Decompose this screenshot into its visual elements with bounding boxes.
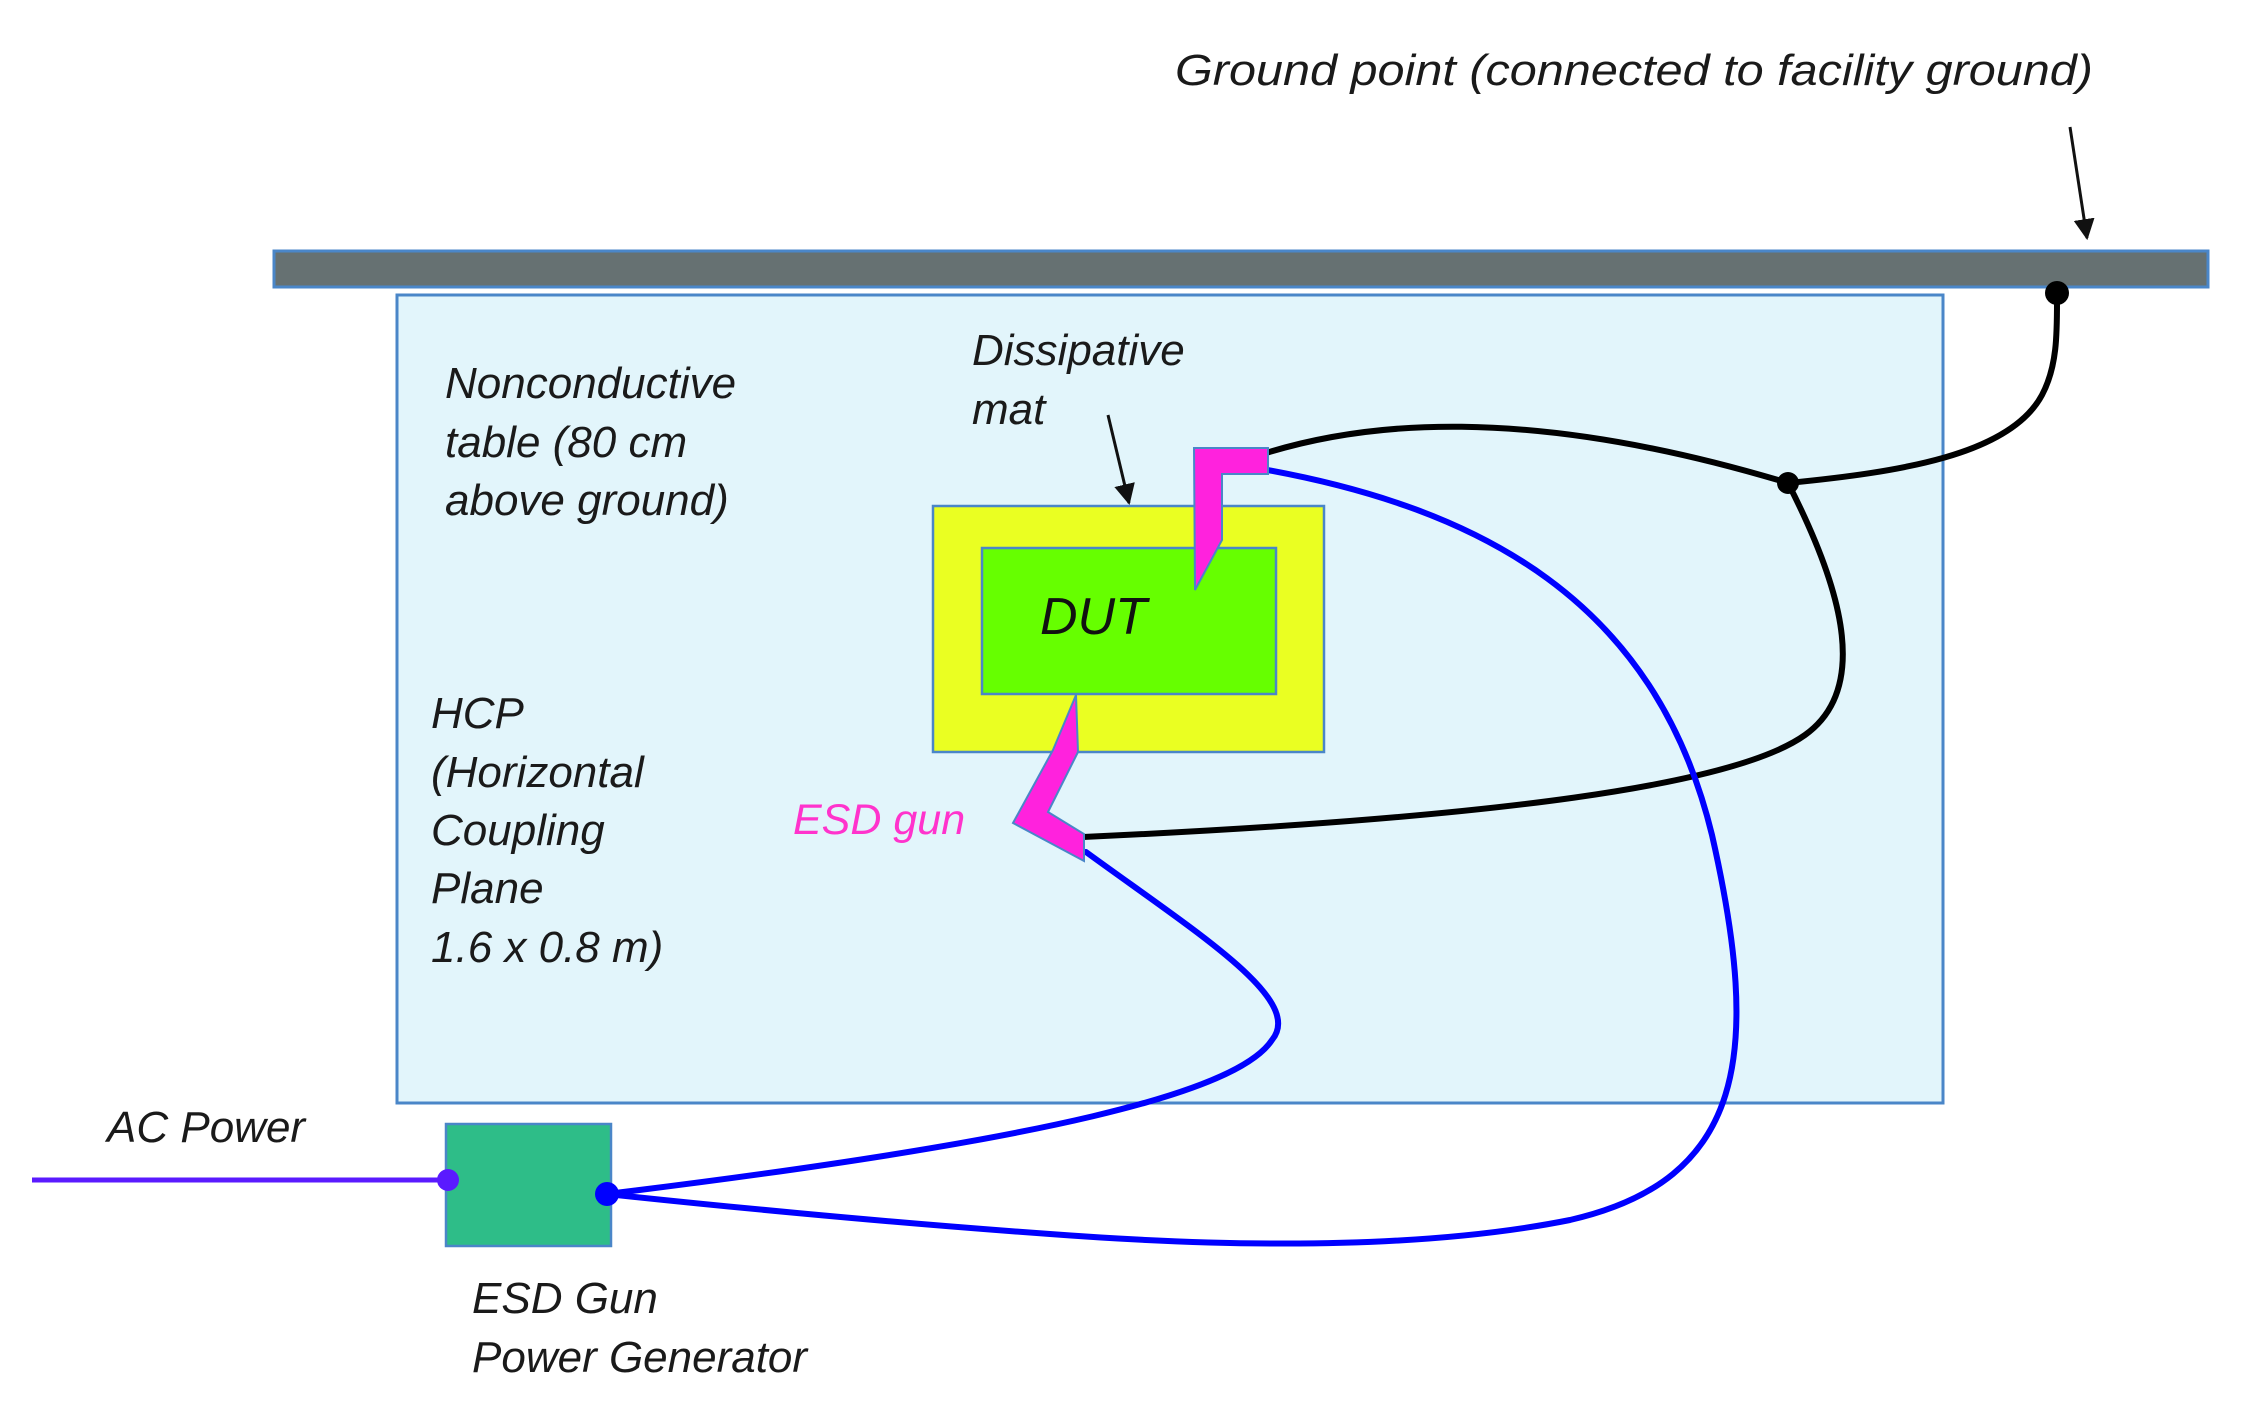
- gun-cable-upper: [604, 466, 1740, 1247]
- ground-wire-to-ground-point: [1785, 290, 2061, 486]
- esd-gun-power-generator: [444, 1122, 613, 1248]
- generator-label-line: Power Generator: [472, 1333, 809, 1382]
- hcp-label: HCP (Horizontal Coupling Plane 1.6 x 0.8…: [431, 689, 663, 972]
- esd-gun-lower: [1011, 694, 1085, 863]
- mat-label-line: mat: [972, 385, 1047, 434]
- dut-box: [980, 546, 1278, 696]
- ground-wire-upper-gun: [1263, 423, 1791, 486]
- ground-junction-dot: [1777, 472, 1799, 494]
- ac-power-label: AC Power: [104, 1103, 307, 1152]
- table-label: Nonconductive table (80 cm above ground): [445, 359, 748, 525]
- table-label-line: Nonconductive: [445, 359, 736, 408]
- generator-label: ESD Gun Power Generator: [472, 1274, 809, 1382]
- table-label-line: table (80 cm: [445, 418, 687, 467]
- hcp-label-line: Plane: [431, 864, 544, 913]
- mat-label: Dissipative mat: [972, 326, 1197, 434]
- gun-output-terminal: [595, 1182, 619, 1206]
- ground-point-dot: [2045, 281, 2069, 305]
- table-label-line: above ground): [445, 476, 729, 525]
- hcp-label-line: 1.6 x 0.8 m): [431, 923, 663, 972]
- gun-cable-lower: [604, 849, 1282, 1197]
- hcp-label-line: (Horizontal: [431, 748, 645, 797]
- ground-wire-lower-gun: [1080, 480, 1846, 840]
- hcp-label-line: HCP: [431, 689, 525, 738]
- generator-label-line: ESD Gun: [472, 1274, 658, 1323]
- esd-gun-label: ESD gun: [793, 796, 965, 844]
- ac-input-terminal: [437, 1169, 459, 1191]
- dut-label: DUT: [1040, 588, 1150, 646]
- hcp-label-line: Coupling: [431, 806, 605, 855]
- ground-point-arrow: [2068, 126, 2095, 241]
- ground-bar: [272, 249, 2210, 289]
- ground-point-label: Ground point (connected to facility grou…: [1175, 46, 2093, 95]
- mat-arrow: [1106, 414, 1135, 506]
- mat-label-line: Dissipative: [972, 326, 1185, 375]
- esd-gun-upper: [1192, 447, 1269, 591]
